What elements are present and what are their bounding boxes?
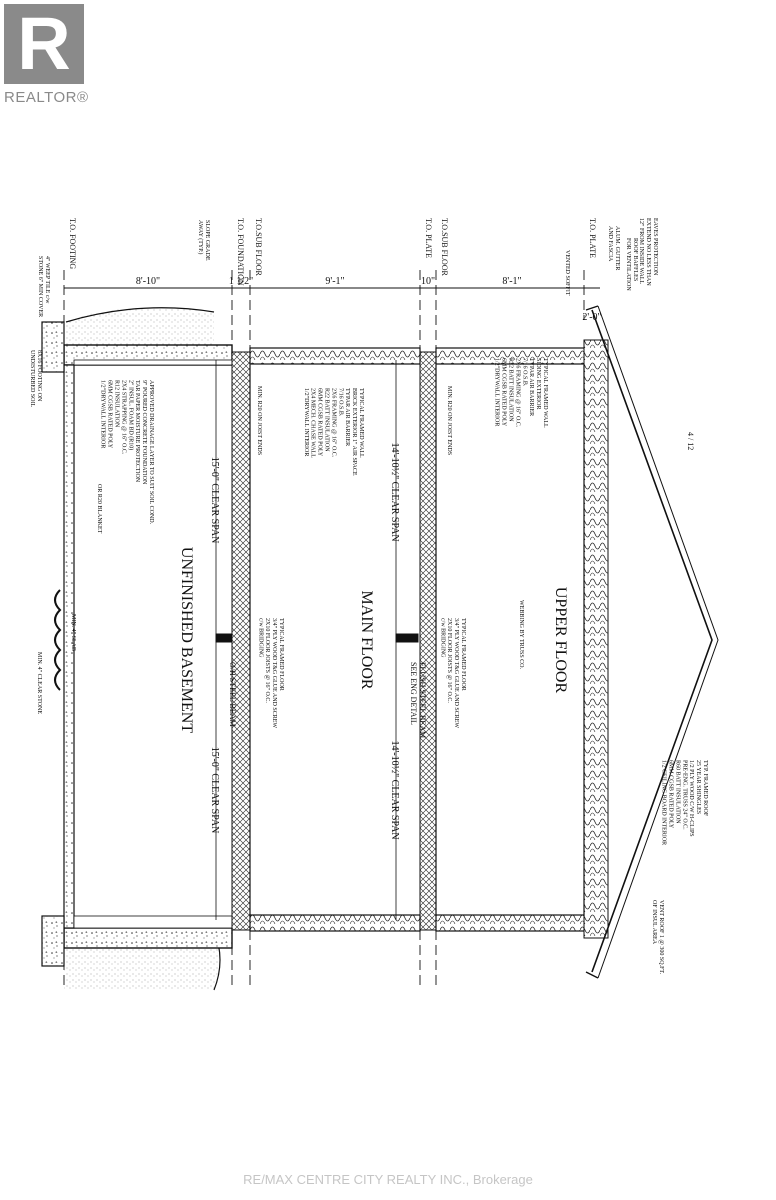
height-label-5: 2'-0" [582,312,601,323]
level-lines [63,270,585,990]
floor-labels: UPPER FLOOR MAIN FLOOR UNFINISHED BASEME… [178,547,569,733]
brokerage-watermark: RE/MAX CENTRE CITY REALTY INC., Brokerag… [243,1172,533,1187]
realtor-logo: R REALTOR® [4,4,90,106]
main-wall-left [249,347,421,365]
main-beam-label: FLUSH STEEL BEAMSEE ENG DETAIL [409,662,427,738]
main-span-left: 14'-10½" CLEAR SPAN [389,442,400,541]
note-slab: MIN. 4" SLAB [70,614,76,651]
footing-right [41,915,65,967]
main-steel-beam [395,633,419,643]
note-r20_blanket: OR R20 BLANKET [96,484,102,534]
note-clear_stone: MIN. 4" CLEAR STONE [36,652,42,714]
height-label-2: 9'-1" [325,276,344,287]
basement-insulation-left [73,359,233,366]
height-label-0: 8'-10" [136,276,160,287]
basement-label: UNFINISHED BASEMENT [178,547,195,733]
roof-eave-left [585,305,599,311]
upper-floor-label: UPPER FLOOR [552,587,569,694]
grade-line [65,307,215,323]
height-label-3: 10" [421,276,435,287]
note-upper_wall: TYPICAL FRAMED WALLSIDING EXTERIORTYPAR … [494,358,548,428]
level-label-1: T.O. FOUNDATION [236,218,245,286]
note-main_wall: TYPICAL FRAMED WALLBRICK EXTERIOR 1" AIR… [303,388,364,476]
roof-pitch-label: 4 / 12 [686,432,695,450]
level-label-5: T.O. PLATE [588,218,597,258]
note-soffit: VENTED SOFFIT [564,250,570,296]
clear-stone [54,589,62,691]
realtor-r-letter: R [17,2,71,85]
note-gutter: ALUM. GUTTERAND FASCIA [607,226,620,270]
base-span-right: 15'-0" CLEAR SPAN [209,747,220,834]
note-baffles: ROOF BAFFLESFOR VENTILATION [625,238,638,291]
note-r20_upper: MIN. R20 ON JOIST ENDS [446,386,452,455]
floor-joist-main [231,351,251,931]
note-footing: 8X16 FOOTING ONUNDISTURBED SOIL [29,350,42,408]
roof-outline-outer [597,305,719,979]
note-r20_main: MIN. R20 ON JOIST ENDS [256,386,262,455]
attic-insulation [583,339,609,939]
note-labels: EAVES PROTECTIONEXTEND NO LESS THAN12" F… [29,218,708,975]
basement-insulation-right [73,915,233,929]
level-label-0: T.O. FOOTING [68,218,77,269]
base-span-left: 15'-0" CLEAR SPAN [209,457,220,544]
level-label-2: T.O.SUB FLOOR [254,218,263,277]
note-webbing: WEBBING BY TRUSS CO. [518,600,524,670]
note-vent: VENT ROOF 1 @ 300 SQ.FT.OF INSUL AREA [651,900,664,975]
roof-eave-right [585,971,599,979]
foundation-wall-right [63,927,233,949]
note-foundation: APPROVED DRAINAGE LAYER TO SUIT SOIL CON… [100,380,154,525]
level-label-4: T.O.SUB FLOOR [440,218,449,277]
note-slope: SLOPE GRADEAWAY (TYP.) [197,220,210,261]
note-floor_upper: TYPICAL FRAMED FLOOR3/4" PLY WOOD T&G GL… [439,618,466,728]
upper-wall-right [435,914,593,932]
base-beam-label: O/H STEEL BEAM [228,662,237,727]
note-weep: 4" WEEP TILE c/wSTONE 6" MIN COVER [37,256,50,317]
main-wall-right [249,914,421,932]
main-floor-label: MAIN FLOOR [358,590,375,689]
height-label-1: 1 1/2" [229,276,253,287]
floor-joist-upper [419,351,437,931]
footing-left [41,321,65,373]
note-floor_main: TYPICAL FRAMED FLOOR3/4" PLY WOOD T&G GL… [257,618,284,728]
note-eaves: EAVES PROTECTIONEXTEND NO LESS THAN12" F… [638,218,658,286]
base-steel-beam [215,633,233,643]
realtor-r-mark: R [4,4,84,84]
realtor-wordmark: REALTOR® [4,89,89,106]
main-span-right: 14'-10½" CLEAR SPAN [389,740,400,839]
level-label-3: T.O. PLATE [424,218,433,258]
height-label-4: 8'-1" [502,276,521,287]
note-roof: TYP. FRAMED ROOF25 YEAR SHINGLES1/2 PLY … [661,760,708,845]
height-labels: 8'-10" 1 1/2" 9'-1" 10" 8'-1" 2'-0" [136,276,602,323]
span-labels: 14'-10½" CLEAR SPAN 14'-10½" CLEAR SPAN … [209,442,400,839]
roof-outline [591,309,713,973]
level-labels: T.O. FOOTING T.O. FOUNDATION T.O.SUB FLOOR… [68,218,597,286]
